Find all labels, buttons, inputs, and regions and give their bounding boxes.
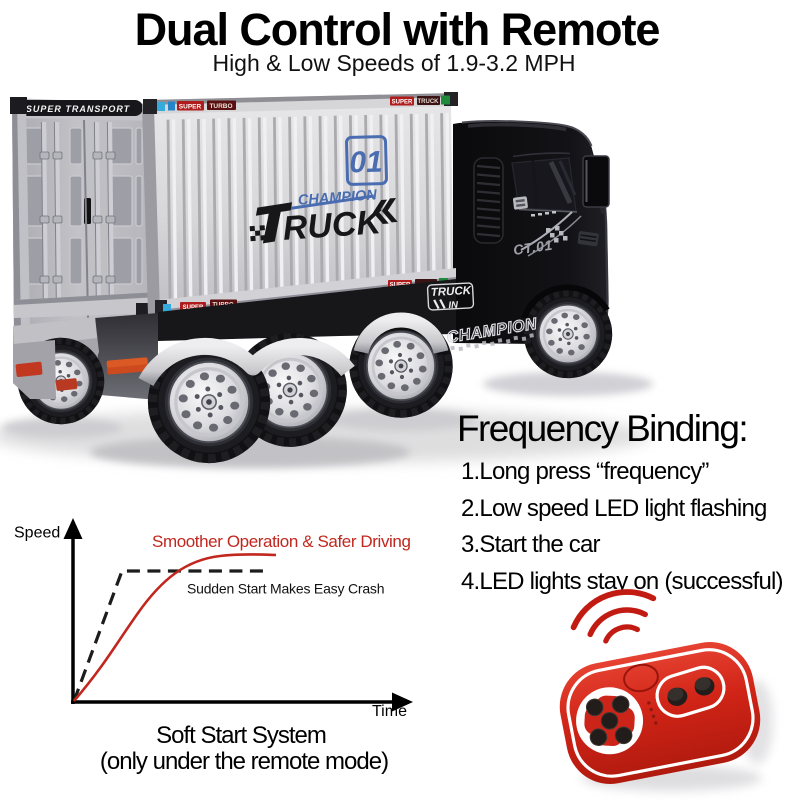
svg-text:01: 01 (349, 146, 383, 180)
svg-text:Smoother Operation & Safer Dri: Smoother Operation & Safer Driving (152, 532, 411, 551)
svg-text:Speed: Speed (14, 525, 60, 542)
svg-text:IN: IN (448, 300, 459, 312)
svg-text:Time: Time (372, 703, 407, 720)
svg-text:RUCK: RUCK (282, 203, 385, 248)
svg-text:SUPER TRANSPORT: SUPER TRANSPORT (26, 104, 131, 114)
svg-text:SUPER: SUPER (179, 104, 202, 111)
svg-text:TRUCK: TRUCK (431, 285, 473, 299)
svg-text:TURBO: TURBO (209, 103, 232, 110)
svg-text:SUPER: SUPER (392, 100, 413, 106)
svg-text:SUPER: SUPER (183, 305, 204, 311)
svg-text:CT.01: CT.01 (512, 237, 553, 258)
svg-text:TRUCK: TRUCK (418, 99, 440, 105)
svg-text:Sudden Start Makes Easy Crash: Sudden Start Makes Easy Crash (187, 581, 384, 597)
